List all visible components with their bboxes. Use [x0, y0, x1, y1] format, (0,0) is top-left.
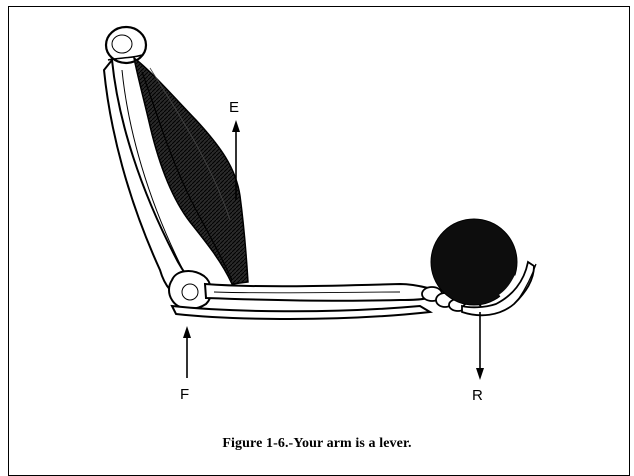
figure-caption: Figure 1-6.-Your arm is a lever.	[0, 436, 634, 452]
fulcrum-arrow: F	[180, 326, 191, 403]
fulcrum-label: F	[180, 386, 189, 403]
ball	[431, 219, 517, 305]
resistance-label: R	[472, 387, 483, 404]
forearm-bones	[172, 284, 430, 319]
arm-lever-diagram: E F R	[0, 0, 634, 465]
resistance-arrow: R	[472, 312, 484, 404]
shoulder-joint	[106, 27, 146, 63]
effort-label: E	[229, 99, 239, 116]
